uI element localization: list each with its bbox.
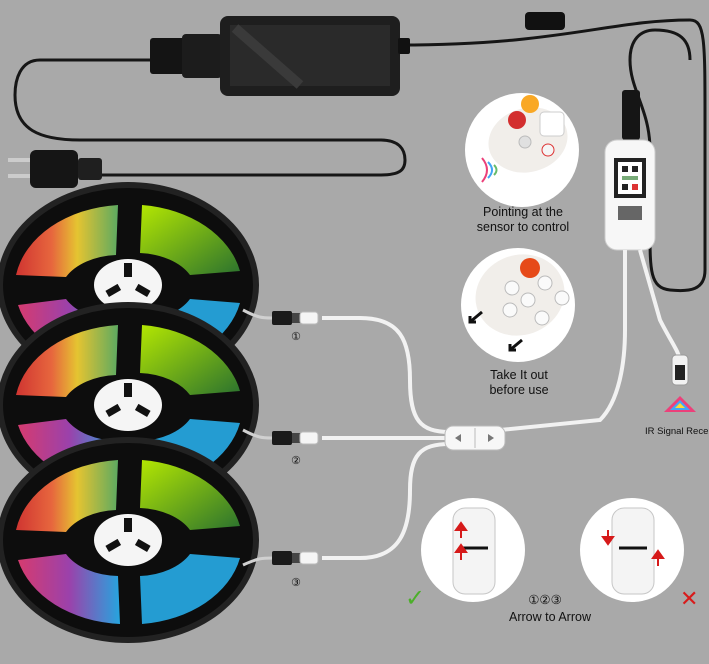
plug-icon <box>8 150 102 188</box>
pointing-label: Pointing at the sensor to control <box>476 205 570 234</box>
connector-1-label: ① <box>291 330 301 343</box>
ir-signal-icon <box>664 396 696 412</box>
power-adapter-icon <box>13 12 707 293</box>
sequence-label: ①②③ <box>528 593 562 607</box>
connector-3-label: ③ <box>291 576 301 589</box>
wrong-mark: ✕ <box>680 587 698 612</box>
remote-takeout-circle <box>461 248 575 362</box>
splitter-connector-icon <box>444 425 506 451</box>
ir-receiver-label: IR Signal Receive <box>645 426 709 437</box>
correct-mark: ✓ <box>405 584 425 612</box>
connector-2-label: ② <box>291 454 301 467</box>
connector-icon <box>271 310 319 566</box>
splitter-cables <box>322 316 451 560</box>
reel-wire <box>242 556 273 567</box>
correct-connection-circle <box>421 498 525 602</box>
remote-pointing-circle <box>465 93 579 207</box>
reel-wire <box>242 308 273 320</box>
wrong-connection-circle <box>580 498 684 602</box>
reel-wire <box>242 428 273 440</box>
takeout-label: Take It out before use <box>489 368 549 397</box>
arrow-to-arrow-label: Arrow to Arrow <box>509 610 591 624</box>
led-reel-icon <box>0 437 259 643</box>
controller-icon <box>499 28 696 432</box>
